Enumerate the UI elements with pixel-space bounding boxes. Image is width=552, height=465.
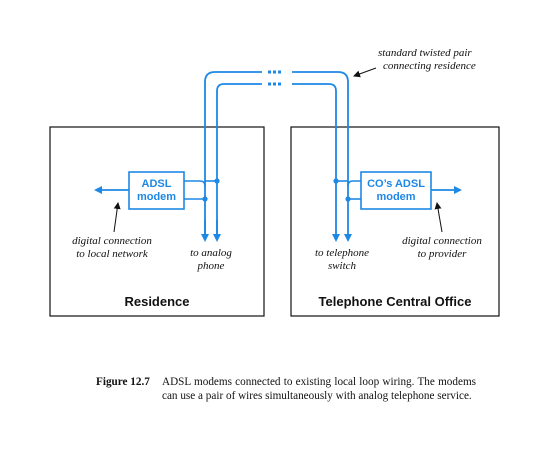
junction-dot-residence-bottom xyxy=(202,196,208,202)
pointer-provider xyxy=(434,202,443,233)
twisted-pair-outer-wire xyxy=(204,71,352,242)
local-network-note-line1: digital connection xyxy=(72,235,152,247)
provider-note-line1: digital connection xyxy=(402,235,482,247)
pointer-twisted-pair xyxy=(353,67,377,78)
figure-caption-text: ADSL modems connected to existing local … xyxy=(162,376,476,402)
twisted-pair-note-line2: connecting residence xyxy=(383,60,476,72)
twisted-pair-inner-wire xyxy=(216,83,340,242)
adsl-modem-box xyxy=(128,171,185,210)
telephone-switch-note-line1: to telephone xyxy=(315,247,369,259)
provider-note-line2: to provider xyxy=(418,248,467,260)
co-modem-box xyxy=(360,171,432,210)
junction-dot-co-top xyxy=(333,178,339,184)
residence-box xyxy=(49,126,265,317)
ellipsis-gap-inner xyxy=(262,80,292,88)
residence-title: Residence xyxy=(124,294,189,309)
telephone-switch-note-line2: switch xyxy=(328,260,357,272)
twisted-pair-note-line1: standard twisted pair xyxy=(378,47,472,59)
junction-dot-residence-top xyxy=(214,178,220,184)
ellipsis-dots-inner xyxy=(268,82,281,86)
adsl-modem-label-line2: modem xyxy=(137,191,176,203)
central-office-title: Telephone Central Office xyxy=(319,294,472,309)
local-network-note-line2: to local network xyxy=(76,248,149,260)
co-modem-label-line1: CO’s ADSL xyxy=(367,178,425,190)
analog-phone-note-line1: to analog xyxy=(190,247,232,259)
ellipsis-gap-outer xyxy=(262,68,292,76)
adsl-modem-wire-top xyxy=(184,180,206,187)
junction-dot-co-bottom xyxy=(345,196,351,202)
central-office-box xyxy=(290,126,500,317)
analog-phone-note-line2: phone xyxy=(197,260,225,272)
figure-label: Figure 12.7 xyxy=(96,376,150,388)
adsl-modem-label-line1: ADSL xyxy=(142,178,172,190)
pointer-local-network xyxy=(113,202,121,233)
co-modem-wire-top xyxy=(347,180,361,187)
ellipsis-dots-outer xyxy=(268,70,281,74)
co-modem-label-line2: modem xyxy=(376,191,415,203)
figure-caption: Figure 12.7 ADSL modems connected to exi… xyxy=(96,375,476,403)
